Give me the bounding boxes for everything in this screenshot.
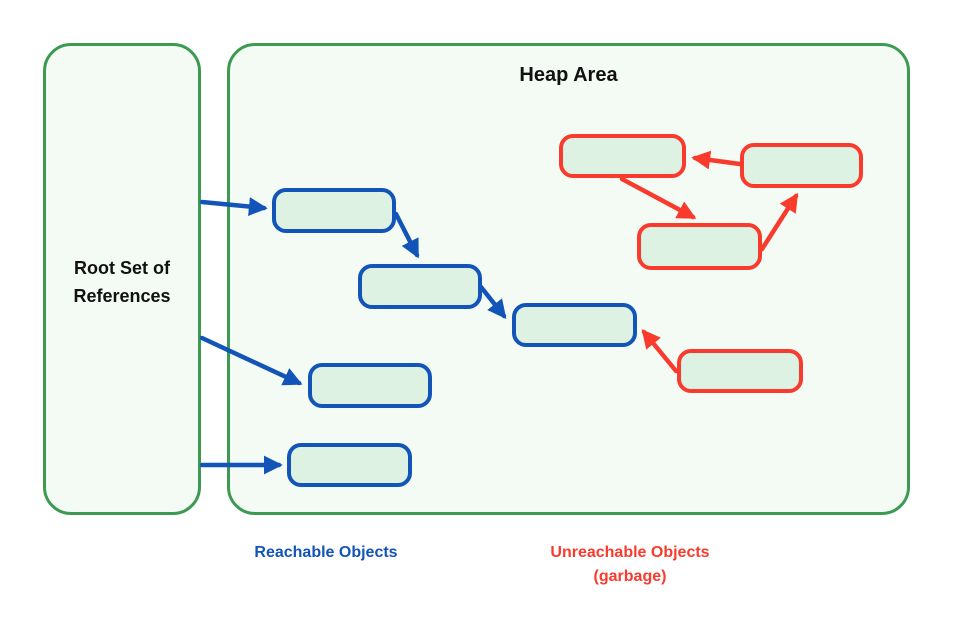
- root-set-label-line2: References: [73, 286, 171, 306]
- unreachable-object-2: [740, 143, 863, 188]
- heap-area-panel: Heap Area: [227, 43, 910, 515]
- reachable-object-5: [287, 443, 412, 487]
- legend-unreachable-text: Unreachable Objects: [550, 544, 710, 561]
- unreachable-object-3: [637, 223, 762, 270]
- root-set-panel: Root Set of References: [43, 43, 201, 515]
- reachable-object-4: [308, 363, 432, 408]
- reachable-object-3: [512, 303, 637, 347]
- reachable-object-1: [272, 188, 396, 233]
- heap-area-title: Heap Area: [519, 64, 618, 86]
- legend-unreachable-note: (garbage): [593, 568, 667, 585]
- reachable-object-2: [358, 264, 482, 309]
- legend-reachable-objects: Reachable Objects: [216, 541, 436, 565]
- root-set-label: Root Set of References: [46, 254, 198, 310]
- root-set-label-line1: Root Set of: [74, 258, 170, 278]
- legend-reachable-text: Reachable Objects: [254, 544, 398, 561]
- legend-unreachable-objects: Unreachable Objects (garbage): [520, 541, 740, 589]
- unreachable-object-1: [559, 134, 686, 178]
- unreachable-object-4: [677, 349, 803, 393]
